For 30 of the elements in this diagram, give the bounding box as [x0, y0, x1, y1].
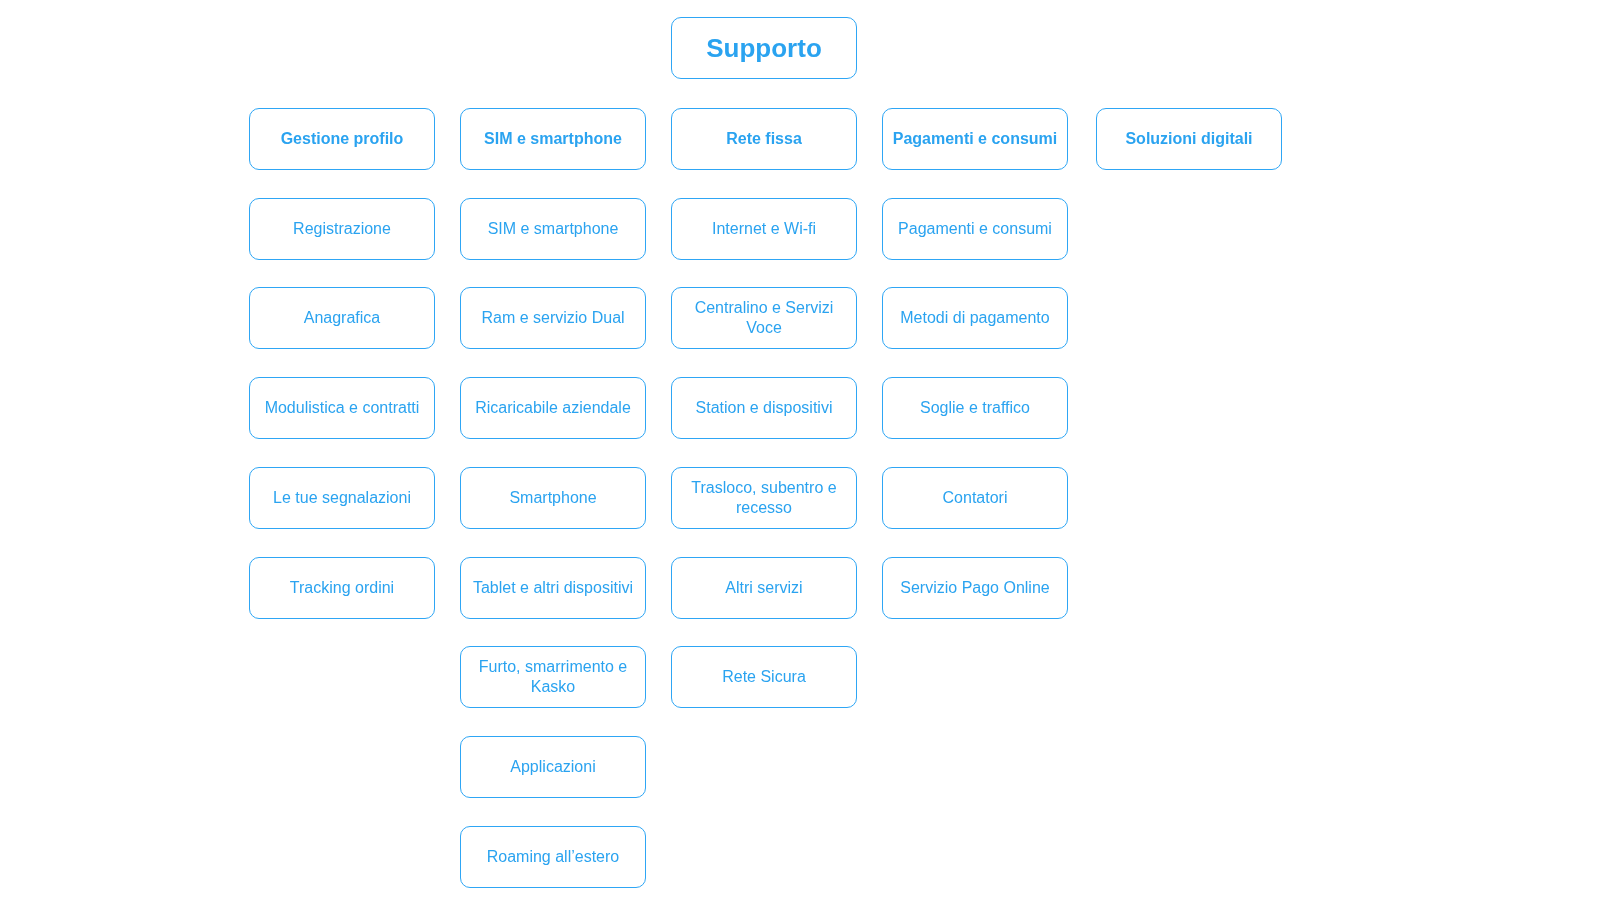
topic-box: Contatori — [882, 466, 1068, 529]
topic-box: Furto, smarrimento e Kasko — [460, 646, 646, 709]
topic-box: Applicazioni — [460, 735, 646, 798]
topic-box: Modulistica e contratti — [249, 377, 435, 440]
topic-box: Le tue segnalazioni — [249, 466, 435, 529]
topic-box: Altri servizi — [671, 556, 857, 619]
topic-box: Roaming all’estero — [460, 825, 646, 888]
topic-box: Trasloco, subentro e recesso — [671, 466, 857, 529]
topic-box: SIM e smartphone — [460, 197, 646, 260]
topic-box: Pagamenti e consumi — [882, 197, 1068, 260]
topic-box: Anagrafica — [249, 287, 435, 350]
topic-box: Smartphone — [460, 466, 646, 529]
title-box: Supporto — [671, 17, 857, 79]
topic-box: Tablet e altri dispositivi — [460, 556, 646, 619]
topic-box: Registrazione — [249, 197, 435, 260]
category-box: Gestione profilo — [249, 108, 435, 170]
category-box: SIM e smartphone — [460, 108, 646, 170]
category-box: Pagamenti e consumi — [882, 108, 1068, 170]
category-box: Soluzioni digitali — [1096, 108, 1282, 170]
topic-box: Internet e Wi-fi — [671, 197, 857, 260]
topic-box: Centralino e Servizi Voce — [671, 287, 857, 350]
topic-box: Station e dispositivi — [671, 377, 857, 440]
topic-box: Ricaricabile aziendale — [460, 377, 646, 440]
topic-box: Tracking ordini — [249, 556, 435, 619]
topic-box: Ram e servizio Dual — [460, 287, 646, 350]
topic-box: Servizio Pago Online — [882, 556, 1068, 619]
topic-box: Soglie e traffico — [882, 377, 1068, 440]
topic-box: Rete Sicura — [671, 646, 857, 709]
topic-box: Metodi di pagamento — [882, 287, 1068, 350]
category-box: Rete fissa — [671, 108, 857, 170]
